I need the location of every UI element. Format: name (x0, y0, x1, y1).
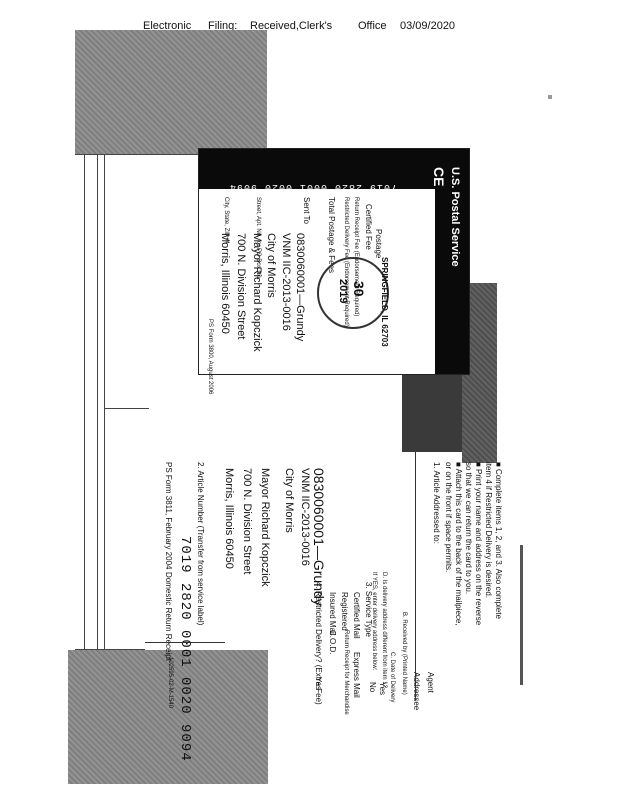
rr-form-code: 102595-02-M-1540 (167, 657, 173, 709)
rr-domestic: Domestic Return Receipt (164, 572, 173, 661)
rr-article-number-label: 2. Article Number (Transfer from service… (196, 462, 205, 626)
frame-line-1 (84, 154, 85, 650)
scan-artifact-2 (548, 95, 552, 99)
rr-address: 700 N. Division Street (241, 468, 253, 575)
rr-service-return-merch: Return Receipt for Merchandise (343, 630, 349, 715)
frame-mid-line (104, 408, 149, 409)
rr-attention: Mayor Richard Kopczick (259, 468, 271, 587)
rr-restricted-yes: Yes (314, 677, 323, 691)
rr-instruction-5: ■ Attach this card to the back of the ma… (454, 462, 463, 626)
stamp-word-electronic: Electronic (143, 20, 192, 32)
rr-instruction-2: item 4 if Restricted Delivery is desired… (484, 462, 493, 599)
scan-artifact-1 (520, 545, 523, 685)
receipt-tracking-number: 7019 2820 0001 0020 9094 (229, 181, 398, 192)
frame-line-2 (97, 154, 98, 650)
rr-instruction-3: ■ Print your name and address on the rev… (474, 462, 483, 626)
sent-to-permit: VNM IIC-2013-0016 (280, 233, 292, 331)
rr-service-certified: Certified Mail (352, 592, 361, 639)
rr-service-cod: C.O.D. (328, 630, 337, 655)
sent-to-attention: Mayor Richard Kopczick (251, 233, 263, 352)
frame-top-line (75, 154, 198, 155)
stamp-word-office: Office (358, 20, 387, 32)
stamp-word-filing: Filing: (208, 20, 238, 32)
rr-ps-form: PS Form 3811, February 2004 (164, 462, 173, 570)
rr-rule-1 (415, 452, 416, 700)
sent-to-label: Sent To (302, 197, 311, 224)
sent-to-address: 700 N. Division Street (235, 233, 247, 340)
rr-if-yes: If YES, enter delivery address below: (371, 572, 377, 671)
sent-to-city: City of Morris (265, 233, 277, 298)
rr-date-of-delivery: C. Date of Delivery (389, 652, 395, 703)
stamp-word-received: Received,Clerk's (250, 20, 333, 32)
receipt-banner-ce: CE (431, 167, 447, 187)
rr-no: No (368, 682, 377, 693)
receipt-black-top (199, 149, 469, 189)
rr-article-number: 7019 2820 0001 0020 9094 (177, 536, 193, 762)
fee-postage: Postage (374, 229, 383, 259)
frame-bottom-line (75, 649, 145, 650)
rr-rule-2 (145, 642, 225, 643)
sent-to-city-state: Morris, Illinois 60450 (219, 233, 231, 334)
postmark-city: SPRINGFIELD, IL 62703 (380, 257, 389, 347)
rr-service-registered: Registered (340, 592, 349, 631)
rr-agent: Agent (426, 672, 435, 693)
rr-service-express: Express Mail (352, 652, 361, 698)
rr-city-state: Morris, Illinois 60450 (223, 468, 235, 569)
filing-stamp: Electronic Filing: Received,Clerk's Offi… (0, 20, 618, 38)
return-receipt-card: ■ Complete items 1, 2, and 3. Also compl… (145, 452, 525, 762)
rr-article-label: 1. Article Addressed to: (432, 462, 441, 544)
certified-mail-receipt: U.S. Postal Service CE 7019 2820 0001 00… (198, 148, 470, 394)
scan-gray-top-left (75, 30, 267, 154)
rr-received-by: B. Received by (Printed Name) (401, 612, 407, 695)
fee-certified: Certified Fee (364, 204, 373, 250)
rr-delivery-q: D. Is delivery address different from it… (381, 572, 387, 688)
scan-gray-bottom-left (68, 650, 268, 784)
rr-instruction-6: or on the front if space permits. (444, 462, 453, 573)
rr-permit: VNM IIC-2013-0016 (299, 468, 311, 566)
frame-line-3 (104, 154, 105, 650)
rr-instruction-1: ■ Complete items 1, 2, and 3. Also compl… (494, 462, 503, 619)
receipt-ps-form: PS Form 3800, August 2006 (207, 319, 213, 395)
stamp-date: 03/09/2020 (400, 20, 456, 32)
postmark-circle (317, 257, 389, 329)
receipt-banner: U.S. Postal Service (449, 167, 461, 267)
postmark-year: 2019 (337, 279, 349, 304)
rr-yes: Yes (378, 682, 387, 696)
scan-dark-patch (402, 372, 462, 452)
sent-to-code: 0830060001—Grundy (294, 233, 306, 342)
rr-instruction-4: so that we can return the card to you. (464, 462, 473, 595)
rr-city: City of Morris (283, 468, 295, 533)
postmark-number: 30 (351, 281, 367, 297)
rr-addressee: Addressee (412, 672, 421, 711)
